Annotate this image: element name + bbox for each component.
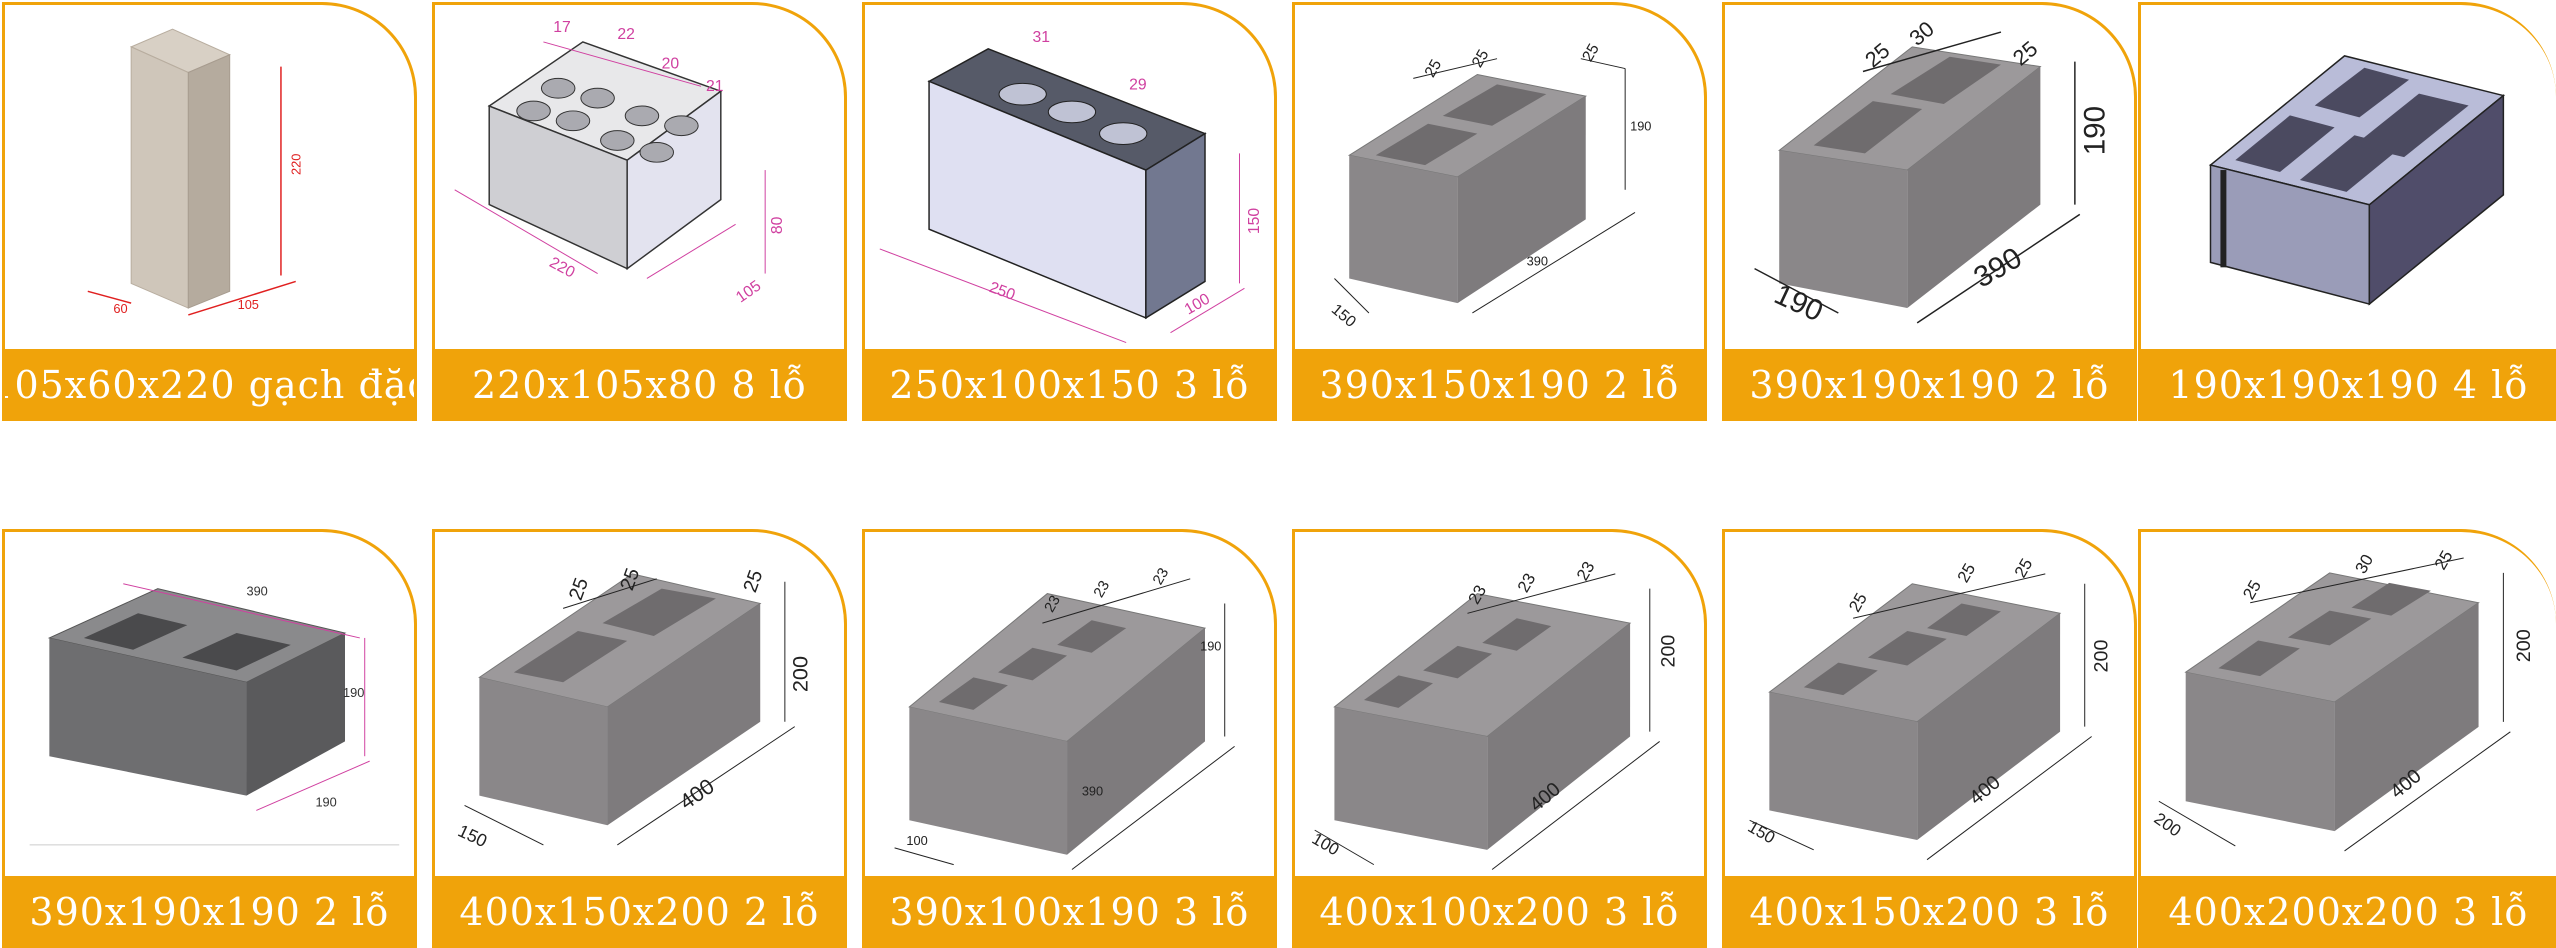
dim-label: 105 [733, 277, 764, 306]
dim-label: 22 [617, 26, 635, 43]
dim-label: 25 [565, 575, 593, 603]
brick-card[interactable]: 25 30 25 190 390 190 390x190x190 2 lỗ [1722, 2, 2137, 421]
brick-card[interactable]: 23 23 23 190 390 100 390x100x190 3 lỗ [862, 529, 1277, 948]
dim-label: 25 [1422, 57, 1446, 81]
dim-label: 23 [1514, 570, 1540, 596]
dim-label: 200 [2090, 640, 2112, 673]
brick-card[interactable]: 220 60 105 105x60x220 gạch đặc [2, 2, 417, 421]
dim-label: 390 [1082, 784, 1103, 799]
brick-size-label: 390x190x190 2 lỗ [1725, 349, 2134, 421]
dim-label: 400 [675, 773, 719, 814]
brick-size-label: 190x190x190 4 lỗ [2141, 349, 2556, 421]
dim-label: 31 [1033, 29, 1051, 46]
dim-label: 150 [1328, 301, 1359, 331]
hollow-block-image: 390 190 190 [29, 583, 400, 846]
dim-label: 190 [1630, 119, 1651, 134]
brick-card[interactable]: 25 25 25 200 400 150 400x150x200 3 lỗ [1722, 529, 2137, 948]
dim-label: 150 [1246, 208, 1263, 235]
eight-hole-brick-image: 17 22 20 21 220 105 80 [454, 19, 786, 306]
dim-label: 105 [238, 297, 259, 312]
four-hole-block-image [2208, 55, 2506, 306]
dim-label: 200 [1657, 635, 1679, 668]
hollow-block-image: 25 25 25 200 400 150 [455, 565, 813, 852]
dim-label: 25 [1469, 47, 1493, 71]
dim-label: 100 [1309, 829, 1343, 859]
dim-label: 390 [246, 584, 267, 599]
dim-label: 390 [1527, 254, 1548, 269]
brick-size-label: 390x190x190 2 lỗ [5, 876, 414, 948]
brick-size-label: 390x100x190 3 lỗ [865, 876, 1274, 948]
dim-label: 25 [1845, 590, 1871, 616]
brick-card[interactable]: 25 25 25 190 390 150 390x150x190 2 lỗ [1292, 2, 1707, 421]
dim-label: 25 [2239, 577, 2265, 603]
brick-card[interactable]: 17 22 20 21 220 105 80 220x105x80 8 lỗ [432, 2, 847, 421]
brick-size-label: 250x100x150 3 lỗ [865, 349, 1274, 421]
three-hole-brick-image: 31 29 250 100 150 [879, 29, 1263, 344]
brick-size-label: 400x150x200 2 lỗ [435, 876, 844, 948]
dim-label: 190 [1200, 639, 1221, 654]
brick-size-label: 105x60x220 gạch đặc [5, 349, 414, 421]
dim-label: 17 [553, 19, 571, 36]
three-hole-block-image: 25 30 25 200 400 200 [2151, 547, 2535, 852]
brick-card[interactable]: 23 23 23 200 400 100 400x100x200 3 lỗ [1292, 529, 1707, 948]
brick-size-label: 390x150x190 2 lỗ [1295, 349, 1704, 421]
dim-label: 29 [1129, 76, 1147, 93]
dim-label: 60 [113, 301, 127, 316]
dim-label: 150 [455, 821, 490, 852]
dim-label: 20 [662, 56, 680, 73]
three-hole-block-image: 23 23 23 200 400 100 [1309, 558, 1679, 870]
dim-label: 200 [788, 656, 813, 692]
brick-card[interactable]: 190x190x190 4 lỗ [2138, 2, 2556, 421]
dim-label: 190 [2078, 106, 2111, 155]
brick-size-label: 220x105x80 8 lỗ [435, 349, 844, 421]
dim-label: 190 [315, 794, 336, 809]
brick-card[interactable]: 25 25 25 200 400 150 400x150x200 2 lỗ [432, 529, 847, 948]
hollow-block-image: 25 30 25 190 390 190 [1754, 16, 2111, 328]
dim-label: 25 [739, 567, 767, 595]
brick-card[interactable]: 25 30 25 200 400 200 400x200x200 3 lỗ [2138, 529, 2556, 948]
dim-label: 150 [1745, 817, 1779, 847]
dim-label: 100 [1182, 290, 1213, 318]
dim-label: 23 [1042, 593, 1064, 615]
dim-label: 21 [706, 78, 724, 95]
hollow-block-image: 25 25 25 190 390 150 [1328, 41, 1652, 331]
dim-label: 100 [906, 833, 927, 848]
dim-label: 30 [2351, 551, 2377, 577]
dim-label: 23 [1091, 578, 1113, 600]
solid-brick-image: 220 60 105 [87, 28, 304, 316]
brick-size-label: 400x200x200 3 lỗ [2141, 876, 2556, 948]
dim-label: 220 [546, 254, 577, 281]
dim-label: 23 [1573, 558, 1599, 584]
dim-label: 25 [1953, 560, 1979, 586]
dim-label: 23 [1150, 565, 1172, 587]
brick-size-label: 400x150x200 3 lỗ [1725, 876, 2134, 948]
dim-label: 30 [1904, 16, 1939, 51]
dim-label: 250 [987, 279, 1018, 304]
dim-label: 190 [343, 685, 364, 700]
dim-label: 200 [2513, 629, 2535, 662]
dim-label: 80 [769, 216, 786, 234]
brick-card[interactable]: 390 190 190 390x190x190 2 lỗ [2, 529, 417, 948]
three-hole-block-image: 25 25 25 200 400 150 [1745, 555, 2112, 861]
dim-label: 25 [2431, 547, 2457, 573]
brick-size-label: 400x100x200 3 lỗ [1295, 876, 1704, 948]
brick-card[interactable]: 31 29 250 100 150 250x100x150 3 lỗ [862, 2, 1277, 421]
three-hole-block-image: 23 23 23 190 390 100 [894, 565, 1235, 870]
dim-label: 25 [1579, 41, 1603, 65]
dim-label: 220 [289, 154, 304, 175]
